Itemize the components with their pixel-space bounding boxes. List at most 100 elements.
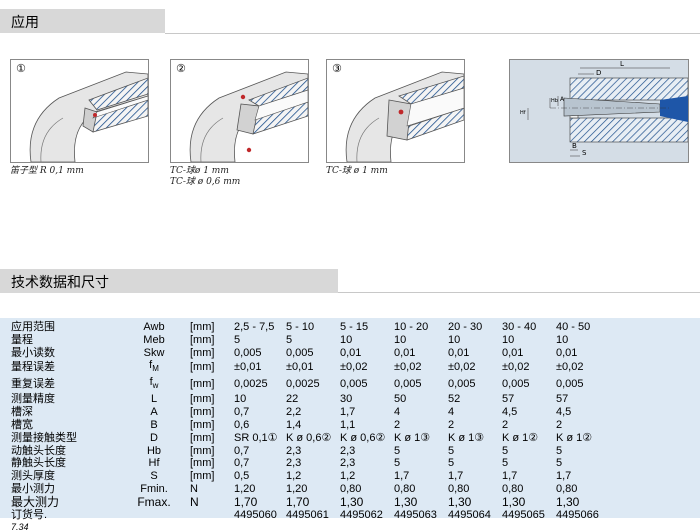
figure-2-caption: TC-球ø 1 mm TC-球 ø 0,6 mm — [170, 166, 241, 187]
value-cell: 2,3 — [340, 444, 356, 457]
value-cell: 5 — [234, 333, 241, 346]
value-cell: 10 — [556, 333, 569, 346]
row-symbol: D — [150, 431, 158, 444]
value-cell: 57 — [502, 393, 515, 406]
value-cell: 1,7 — [556, 470, 572, 483]
value-cell: 20 - 30 — [448, 321, 483, 333]
value-cell: 0,005 — [394, 378, 422, 391]
value-cell: 0,005 — [556, 378, 584, 391]
value-cell: K ø 1② — [502, 431, 539, 444]
figure-3-caption: TC-球 ø 1 mm — [326, 166, 388, 176]
value-cell: 2 — [394, 418, 401, 431]
row-unit: [mm] — [190, 346, 215, 359]
value-cell: 57 — [556, 393, 569, 406]
row-label: 槽宽 — [11, 418, 33, 431]
value-cell: 0,0025 — [234, 378, 268, 391]
value-cell: 1,30 — [340, 494, 364, 509]
value-cell: 1,2 — [286, 470, 302, 483]
value-cell: ±0,02 — [340, 361, 368, 374]
value-cell: 0,6 — [234, 418, 250, 431]
value-cell: 0,80 — [448, 482, 470, 495]
row-label: 静触头长度 — [11, 457, 66, 470]
value-cell: 0,01 — [394, 346, 416, 359]
value-cell: 5 — [394, 457, 401, 470]
value-cell: 5 — [502, 457, 509, 470]
figure-number: ③ — [332, 62, 342, 75]
value-cell: ±0,02 — [448, 361, 476, 374]
figure-number: ② — [176, 62, 186, 75]
value-cell: 1,30 — [556, 494, 580, 509]
value-cell: 5 — [556, 457, 563, 470]
row-symbol: Fmax. — [137, 494, 171, 509]
value-cell: 0,80 — [340, 482, 362, 495]
section-header-application: 应用 — [0, 9, 165, 33]
value-cell: 1,30 — [448, 494, 472, 509]
value-cell: 0,0025 — [286, 378, 320, 391]
row-label: 测量接触类型 — [11, 431, 77, 444]
value-cell: 10 - 20 — [394, 321, 429, 333]
row-label: 应用范围 — [11, 321, 55, 333]
label-Hb: Hb — [551, 98, 558, 104]
value-cell: ±0,01 — [286, 361, 314, 374]
value-cell: SR 0,1① — [234, 431, 278, 444]
value-cell: 2,2 — [286, 406, 302, 419]
symbol-subscript: w — [152, 381, 159, 391]
row-symbol: S — [150, 470, 158, 483]
row-unit: [mm] — [190, 378, 215, 391]
value-cell: 2,3 — [286, 444, 302, 457]
value-cell: ±0,02 — [394, 361, 422, 374]
value-cell: 30 - 40 — [502, 321, 537, 333]
value-cell: 10 — [394, 333, 407, 346]
value-cell: 0,01 — [448, 346, 470, 359]
value-cell: 0,5 — [234, 470, 250, 483]
row-symbol: Hb — [146, 444, 162, 457]
value-cell: 0,005 — [286, 346, 314, 359]
row-unit: [mm] — [190, 361, 215, 374]
value-cell: ±0,02 — [556, 361, 584, 374]
row-label: 重复误差 — [11, 378, 55, 391]
row-label: 动触头长度 — [11, 444, 66, 457]
symbol-subscript: M — [152, 364, 159, 374]
row-symbol: A — [150, 406, 158, 419]
value-cell: 4495063 — [394, 508, 437, 521]
row-label: 槽深 — [11, 406, 33, 419]
row-unit: N — [190, 494, 199, 509]
value-cell: 1,7 — [340, 406, 356, 419]
value-cell: 0,01 — [340, 346, 362, 359]
figure-2: ② — [170, 59, 309, 163]
row-symbol: Meb — [143, 333, 165, 346]
row-unit: [mm] — [190, 393, 215, 406]
value-cell: 5 — [502, 444, 509, 457]
value-cell: 5 — [448, 444, 455, 457]
value-cell: K ø 1② — [556, 431, 593, 444]
dimension-diagram: L D Hb A Hf B S — [509, 59, 689, 163]
figure-1-caption: 笛子型 R 0,1 mm — [10, 166, 84, 176]
value-cell: 5 - 10 — [286, 321, 315, 333]
row-symbol: B — [150, 418, 158, 431]
figure-1: ① — [10, 59, 149, 163]
groove-illustration-2 — [189, 71, 308, 162]
value-cell: 4495060 — [234, 508, 277, 521]
value-cell: 4 — [394, 406, 401, 419]
value-cell: 4,5 — [502, 406, 518, 419]
value-cell: 0,01 — [502, 346, 524, 359]
row-unit: [mm] — [190, 321, 215, 333]
spec-table-background — [0, 318, 700, 518]
value-cell: 0,7 — [234, 406, 250, 419]
label-D: D — [596, 69, 602, 77]
row-symbol: Skw — [143, 346, 165, 359]
groove-illustration-1 — [29, 71, 148, 162]
value-cell: 52 — [448, 393, 461, 406]
row-symbol: L — [150, 393, 158, 406]
value-cell: 5 — [448, 457, 455, 470]
value-cell: 1,2 — [340, 470, 356, 483]
